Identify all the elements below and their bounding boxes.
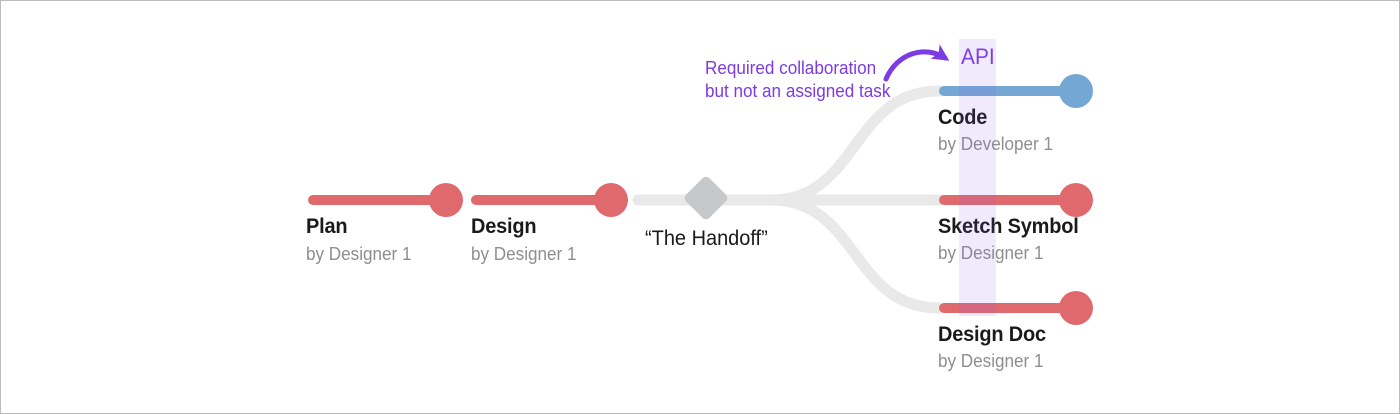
annotation-line-2: but not an assigned task <box>705 81 891 101</box>
task-endpoint-design-doc <box>1059 291 1093 325</box>
handoff-diamond-icon <box>684 176 728 220</box>
task-label-sketch-symbol: Sketch Symbol <box>938 215 1079 238</box>
task-owner-code: by Developer 1 <box>938 134 1054 154</box>
task-endpoint-sketch-symbol <box>1059 183 1093 217</box>
task-label-design-doc: Design Doc <box>938 323 1046 346</box>
annotation-text: Required collaboration but not an assign… <box>705 57 890 103</box>
annotation-arrow-icon <box>883 44 950 82</box>
task-endpoint-design <box>594 183 628 217</box>
task-endpoint-plan <box>429 183 463 217</box>
task-owner-sketch-symbol: by Designer 1 <box>938 243 1044 263</box>
api-label: API <box>961 44 995 69</box>
task-owner-design: by Designer 1 <box>471 244 577 264</box>
task-owner-design-doc: by Designer 1 <box>938 351 1044 371</box>
task-owner-plan: by Designer 1 <box>306 244 412 264</box>
handoff-label: “The Handoff” <box>645 227 768 250</box>
task-endpoint-code <box>1059 74 1093 108</box>
task-label-plan: Plan <box>306 215 348 238</box>
handoff-branch-top <box>765 85 945 206</box>
annotation-line-1: Required collaboration <box>705 58 877 78</box>
task-label-code: Code <box>938 106 988 129</box>
handoff-branch-bottom <box>765 194 945 314</box>
task-label-design: Design <box>471 215 537 238</box>
